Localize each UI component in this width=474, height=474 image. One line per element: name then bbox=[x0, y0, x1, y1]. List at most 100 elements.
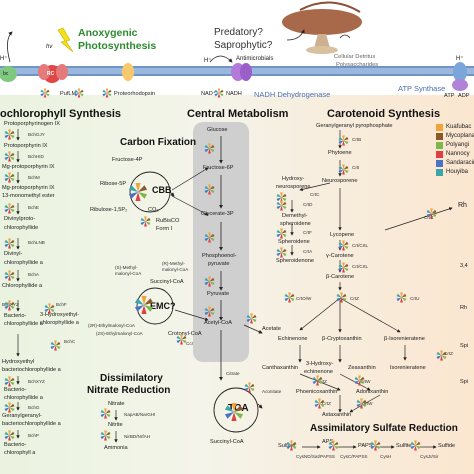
bchl-step-24: bacteriochlorophyllide a bbox=[2, 367, 61, 373]
sulfate-label: Sulfate bbox=[278, 443, 296, 449]
antimicrobials-label: Antimicrobials bbox=[236, 56, 274, 62]
presence-star-icon bbox=[224, 402, 244, 422]
ribose-5p-label: Ribose-5P bbox=[100, 181, 127, 187]
ribulose-label: Ribulose-1,5P₂ bbox=[90, 207, 128, 213]
crtu-label: CrtU bbox=[410, 296, 420, 301]
lycopene-label: Lycopene bbox=[330, 232, 355, 238]
spheroidene-label: Spheroidene bbox=[278, 239, 310, 245]
presence-star-icon bbox=[4, 402, 15, 413]
carotenoid-section-title: Carotenoid Synthesis bbox=[327, 108, 441, 120]
presence-star-icon bbox=[4, 376, 15, 387]
r-methyl-line2: malonyl-CoA bbox=[162, 267, 189, 272]
bchl-step-0: Protoporphyrinogen IX bbox=[4, 121, 60, 127]
hydroxy-neuro-line2: neurosporene bbox=[276, 184, 311, 190]
presence-star-icon bbox=[312, 375, 323, 386]
phytoene-label: Phytoene bbox=[328, 150, 352, 156]
glycerate-3p-label: Glycerate-3P bbox=[201, 211, 234, 217]
sulfate-enzyme-1: CysND/Sat/PAPSS bbox=[296, 454, 335, 459]
presence-star-icon bbox=[204, 184, 215, 195]
crta-label: CrtA bbox=[303, 249, 313, 254]
presence-star-icon bbox=[336, 292, 347, 303]
ethylmalonyl-2: (2S)-Ethylmalonyl-CoA bbox=[96, 331, 143, 336]
presence-star-icon bbox=[204, 143, 215, 154]
sulfite-label: Sulfite bbox=[396, 443, 412, 449]
legend-swatch bbox=[436, 151, 443, 158]
fructose-4p-label: Fructose-4P bbox=[112, 157, 143, 163]
legend-label: Sandaracin bbox=[446, 160, 474, 166]
pep-label-line2: pyruvate bbox=[208, 261, 230, 267]
presence-star-icon bbox=[214, 88, 224, 98]
bchl-enzyme-14: BchA bbox=[28, 272, 39, 277]
presence-star-icon bbox=[40, 88, 50, 98]
legend-label: Houyiba bbox=[446, 169, 469, 175]
bchl-step-20: Bacterio- bbox=[4, 313, 27, 319]
side-label-2: Rh bbox=[460, 305, 468, 311]
bchl-step-4: Mg-protoporphyrin IX bbox=[2, 164, 55, 170]
canthaxanthin-label: Canthaxanthin bbox=[262, 365, 299, 371]
presence-star-icon bbox=[100, 430, 111, 441]
presence-star-icon bbox=[276, 247, 287, 258]
bchl-enzyme-11: BchLNB bbox=[28, 240, 45, 245]
crtw2-label: CrtW bbox=[360, 379, 371, 384]
presence-star-icon bbox=[436, 350, 447, 361]
bchl-enzyme-31: BchP bbox=[28, 433, 39, 438]
presence-star-icon bbox=[128, 182, 148, 202]
carotenoid-arrows bbox=[290, 130, 453, 413]
crtb-label: CrtB bbox=[352, 137, 362, 142]
anoxygenic-label: Anoxygenic bbox=[78, 27, 138, 39]
presence-star-icon bbox=[314, 398, 325, 409]
crtw3-label: CrtW bbox=[362, 401, 373, 406]
presence-star-icon bbox=[204, 276, 215, 287]
proteorhodopsin-protein bbox=[122, 63, 134, 81]
presence-star-icon bbox=[396, 292, 407, 303]
crtz3-label: CrtZ bbox=[322, 401, 331, 406]
crtcl-label-2: Crt/CrtL bbox=[352, 264, 369, 269]
presence-star-icon bbox=[410, 440, 421, 451]
bchl-enzyme-5: BchM bbox=[28, 175, 40, 180]
sulfate-enzyme-3: CysH bbox=[380, 454, 392, 459]
bchl-step-29: Geranylgeranyl- bbox=[2, 413, 42, 419]
detritus-label: Cellular Detritus bbox=[334, 54, 376, 60]
nadh-label: NADH bbox=[226, 91, 242, 97]
crtd-label: CrtD bbox=[303, 202, 313, 207]
atp-label: ATP bbox=[444, 93, 455, 99]
side-label-4: Spi bbox=[460, 379, 469, 385]
presence-star-icon bbox=[50, 340, 61, 351]
citrate-label: Citrate bbox=[226, 371, 240, 376]
presence-star-icon bbox=[134, 295, 154, 315]
proton-right: H⁺ bbox=[456, 56, 464, 62]
hydroxy-ech-line2: echinenone bbox=[304, 369, 333, 375]
gamma-carotene-label: γ-Carotene bbox=[326, 253, 354, 259]
bchl-enzyme-1: BchGJY bbox=[28, 132, 45, 137]
atp-synthase-protein bbox=[453, 62, 467, 82]
proton-left: H⁺ bbox=[0, 56, 8, 62]
carbon-fixation-title: Carbon Fixation bbox=[120, 137, 197, 148]
crtc-label: CrtC bbox=[310, 192, 320, 197]
spheroidenone-label: Spheroidenone bbox=[276, 258, 314, 264]
nitrate-label: Nitrate bbox=[108, 401, 125, 407]
astaxanthin-label: Astaxanthin bbox=[322, 412, 352, 418]
presence-star-icon bbox=[140, 216, 151, 227]
presence-star-icon bbox=[176, 334, 187, 345]
presence-star-icon bbox=[4, 172, 15, 183]
bchl-step-13: chlorophyllide a bbox=[4, 260, 43, 266]
crtc2-label: CrtC bbox=[424, 215, 434, 220]
legend-swatch bbox=[436, 142, 443, 149]
bchl-enzyme-17: BchF bbox=[56, 302, 67, 307]
bchl-enzyme-8: BchE bbox=[28, 205, 39, 210]
paps-label: PAPS bbox=[358, 443, 373, 449]
bchl-enzyme-16: BchXYZ bbox=[2, 302, 19, 307]
legend-label: Polyangi bbox=[446, 142, 470, 148]
presence-star-icon bbox=[4, 129, 15, 140]
tca-cycle-ring bbox=[213, 387, 259, 433]
pep-label-line1: Phosphoenol- bbox=[202, 253, 237, 259]
presence-star-icon bbox=[204, 306, 215, 317]
predatory-label: Predatory? bbox=[214, 27, 263, 38]
bchl-step-23: Hydroxyethyl bbox=[2, 359, 35, 365]
bchl-section-title: ochlorophyll Synthesis bbox=[0, 108, 122, 120]
adp-label: ADP bbox=[458, 93, 470, 99]
bchl-enzyme-22: BchC bbox=[64, 339, 76, 344]
legend-swatch bbox=[436, 169, 443, 176]
crtz-label: CrtZ bbox=[350, 296, 359, 301]
